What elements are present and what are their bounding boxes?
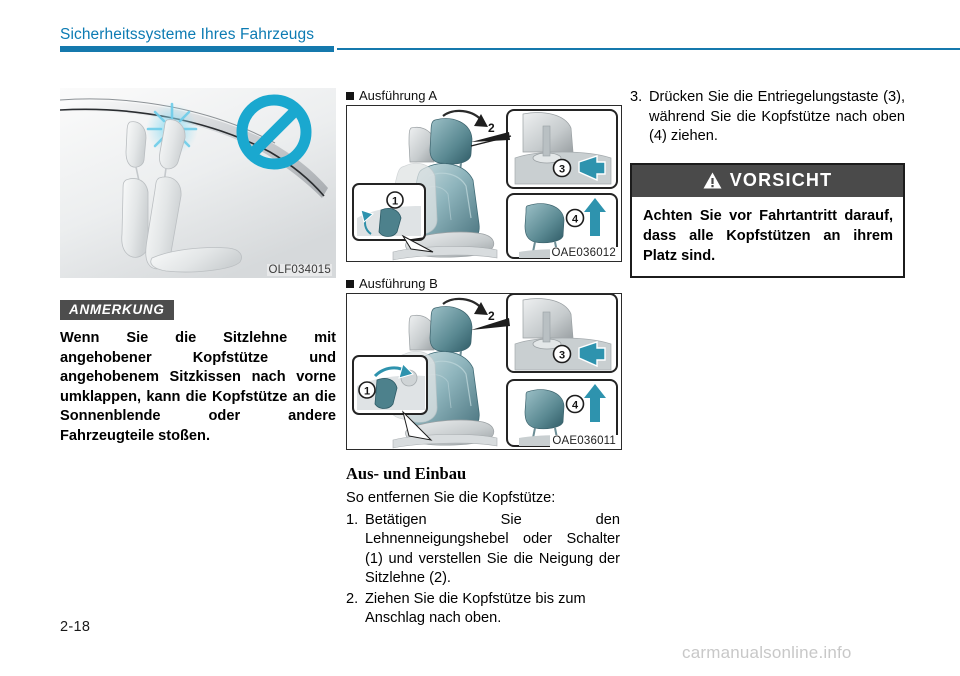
- warning-triangle-icon: [703, 172, 722, 188]
- figure-variant-a-art: 2 1 3: [347, 106, 621, 261]
- callout-3-label: 3: [559, 350, 565, 362]
- step-item: 2. Ziehen Sie die Kopfstütze bis zum Ans…: [346, 590, 620, 629]
- note-label: ANMERKUNG: [60, 300, 174, 320]
- section-intro: So entfernen Sie die Kopfstütze:: [346, 490, 556, 506]
- figure-variant-b-code: OAE036011: [550, 435, 618, 447]
- step-number: 3.: [630, 89, 643, 105]
- page-number: 2-18: [60, 619, 91, 635]
- warning-header: VORSICHT: [632, 164, 903, 197]
- callout-1-label: 1: [364, 386, 370, 398]
- inset-switch-1: 1: [352, 355, 428, 415]
- step-text: Betätigen Sie den Lehnenneigungshebel od…: [365, 511, 620, 587]
- square-bullet-icon: [346, 91, 354, 100]
- section-heading: Aus- und Einbau: [346, 464, 467, 483]
- inset-lever-1: 1: [352, 183, 426, 241]
- callout-4-label: 4: [572, 400, 579, 412]
- square-bullet-icon: [346, 279, 354, 288]
- variant-a-label: Ausführung A: [359, 88, 438, 103]
- site-watermark: carmanualsonline.info: [682, 643, 852, 662]
- warning-box-vorsicht: VORSICHT Achten Sie vor Fahrtantritt dar…: [630, 162, 905, 278]
- note-text: Wenn Sie die Sitzlehne mit angehobener K…: [60, 330, 336, 444]
- page-title: Sicherheitssysteme Ihres Fahrzeugs: [60, 26, 315, 43]
- figure-variant-b: 2 1 3: [346, 293, 622, 450]
- figure-variant-a-code: OAE036012: [549, 247, 618, 259]
- variant-b-label: Ausführung B: [359, 276, 438, 291]
- figure-sunvisor-warning: OLF034015: [60, 88, 336, 278]
- header-rule: [337, 48, 960, 50]
- step-number: 1.: [346, 511, 359, 528]
- variant-a-heading: Ausführung A: [346, 88, 620, 103]
- figure-variant-b-art: 2 1 3: [347, 294, 621, 449]
- figure-variant-a: 2 1 3: [346, 105, 622, 262]
- header-accent-bar: [60, 46, 334, 52]
- figure-sunvisor-warning-art: [60, 88, 336, 278]
- prohibition-icon: [236, 94, 312, 170]
- inset-release-3: 3: [506, 109, 618, 189]
- step-item: 3. Drücken Sie die Entriegelungstaste (3…: [630, 88, 905, 147]
- inset-release-3: 3: [506, 294, 618, 373]
- left-column: OLF034015 ANMERKUNG Wenn Sie die Sitzleh…: [60, 88, 336, 446]
- callout-1-label: 1: [392, 196, 398, 208]
- callout-3-label: 3: [559, 164, 565, 176]
- step-item: 1. Betätigen Sie den Lehnenneigungshebel…: [346, 511, 620, 589]
- warning-text: Achten Sie vor Fahrtantritt darauf, dass…: [643, 207, 893, 264]
- spacer: [346, 262, 620, 276]
- note-anmerkung: ANMERKUNG Wenn Sie die Sitzlehne mit ang…: [60, 300, 336, 446]
- variant-b-heading: Ausführung B: [346, 276, 620, 291]
- figure-code: OLF034015: [267, 264, 332, 276]
- callout-4-label: 4: [572, 214, 579, 226]
- callout-2-label: 2: [488, 309, 495, 323]
- step-text: Drücken Sie die Entriegelungstaste (3), …: [649, 89, 905, 144]
- step-text: Ziehen Sie die Kopfstütze bis zum Anschl…: [365, 590, 586, 627]
- warning-label: VORSICHT: [729, 169, 833, 190]
- step-number: 2.: [346, 590, 359, 607]
- callout-2-label: 2: [488, 121, 495, 135]
- page-header: Sicherheitssysteme Ihres Fahrzeugs: [0, 0, 960, 60]
- middle-column: Ausführung A: [346, 88, 622, 630]
- inset-pullup-4: 4: [506, 379, 618, 447]
- right-column: 3. Drücken Sie die Entriegelungstaste (3…: [630, 88, 905, 278]
